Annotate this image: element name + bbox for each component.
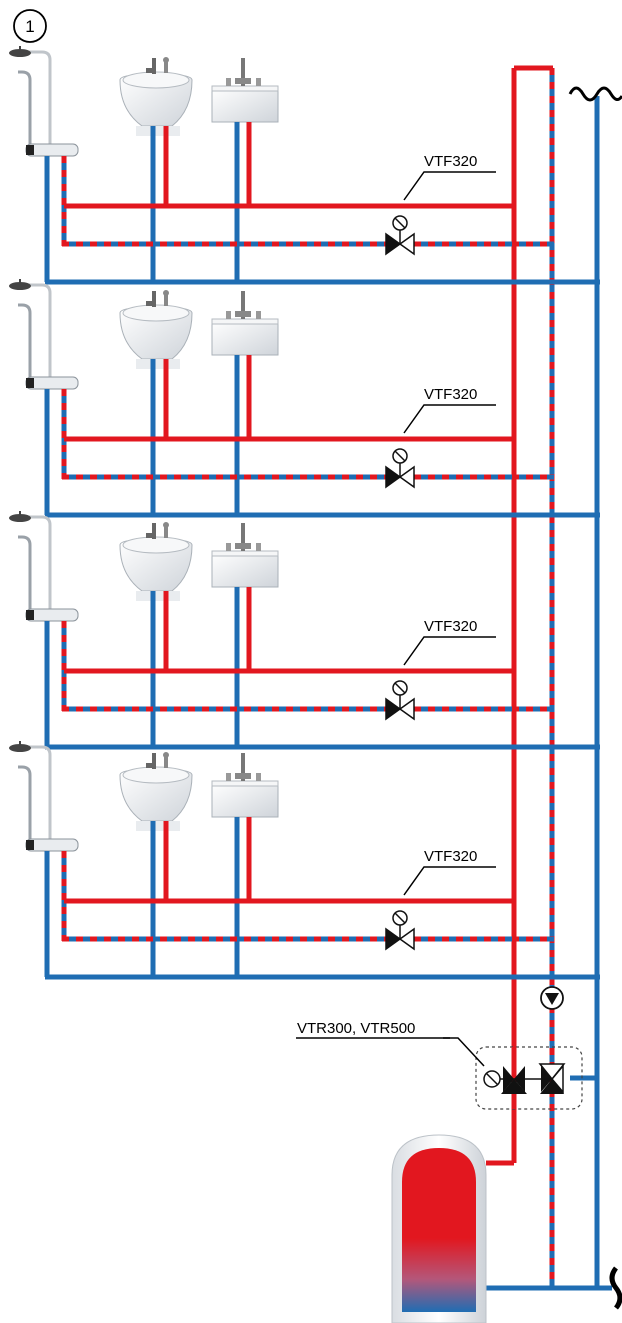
figure-number-badge: 1	[13, 9, 47, 43]
inlet-arrows-icon	[609, 1266, 622, 1310]
tilde-wave-icon	[568, 86, 622, 102]
floor-2-valve-label: VTF320	[424, 386, 477, 403]
figure-number: 1	[25, 17, 34, 36]
mixing-valve-label: VTR300, VTR500	[297, 1020, 415, 1037]
mixing-valve-group	[475, 1046, 583, 1110]
floor-4	[9, 741, 600, 977]
thermostatic-valve-icon	[483, 1066, 527, 1094]
floor-3	[9, 511, 600, 747]
floor-4-valve-label: VTF320	[424, 848, 477, 865]
floor-1-valve-label: VTF320	[424, 153, 477, 170]
floor-2	[9, 279, 600, 515]
floor-1	[9, 46, 600, 282]
floor-3-valve-label: VTF320	[424, 618, 477, 635]
water-heater-icon	[391, 1134, 487, 1323]
main-risers	[486, 65, 612, 1291]
pump-icon	[540, 986, 564, 1010]
